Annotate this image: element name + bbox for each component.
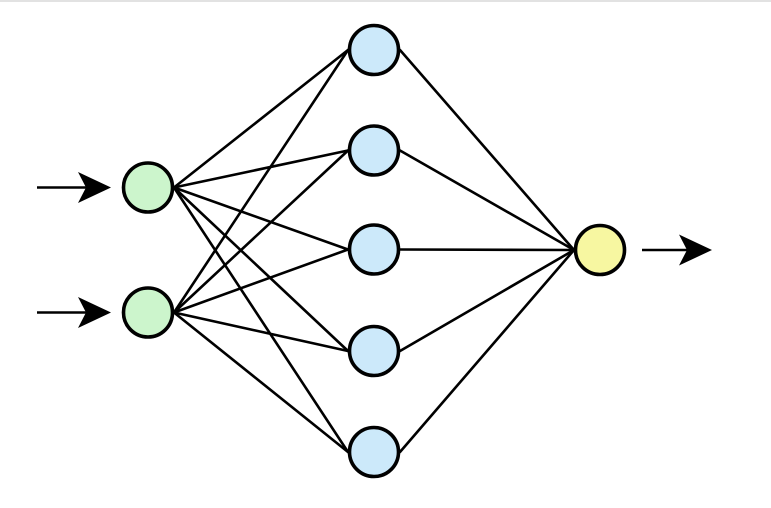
- connection-line: [398, 248, 576, 252]
- connection-line: [172, 149, 350, 189]
- connection-line: [172, 248, 350, 314]
- connection-line: [172, 311, 350, 353]
- connection-line: [172, 186, 350, 353]
- connection-line: [398, 248, 576, 353]
- output-arrow-head: [679, 234, 712, 266]
- connection-line: [398, 48, 576, 252]
- hidden-node: [347, 23, 401, 77]
- connection-line: [172, 48, 350, 189]
- input-arrow-2-head: [78, 297, 111, 328]
- hidden-node: [347, 223, 401, 276]
- input-arrow-1-head: [78, 172, 111, 203]
- connection-line: [172, 149, 350, 314]
- connection-line: [172, 186, 350, 454]
- connection-line: [172, 48, 350, 314]
- connection-line: [172, 186, 350, 251]
- hidden-node: [347, 324, 401, 378]
- connection-line: [398, 248, 576, 454]
- hidden-node: [347, 425, 401, 479]
- connection-line: [172, 311, 350, 454]
- input-node: [121, 286, 175, 339]
- input-node: [121, 161, 175, 214]
- connection-line: [398, 149, 576, 252]
- output-node: [573, 223, 627, 277]
- hidden-node: [347, 124, 401, 177]
